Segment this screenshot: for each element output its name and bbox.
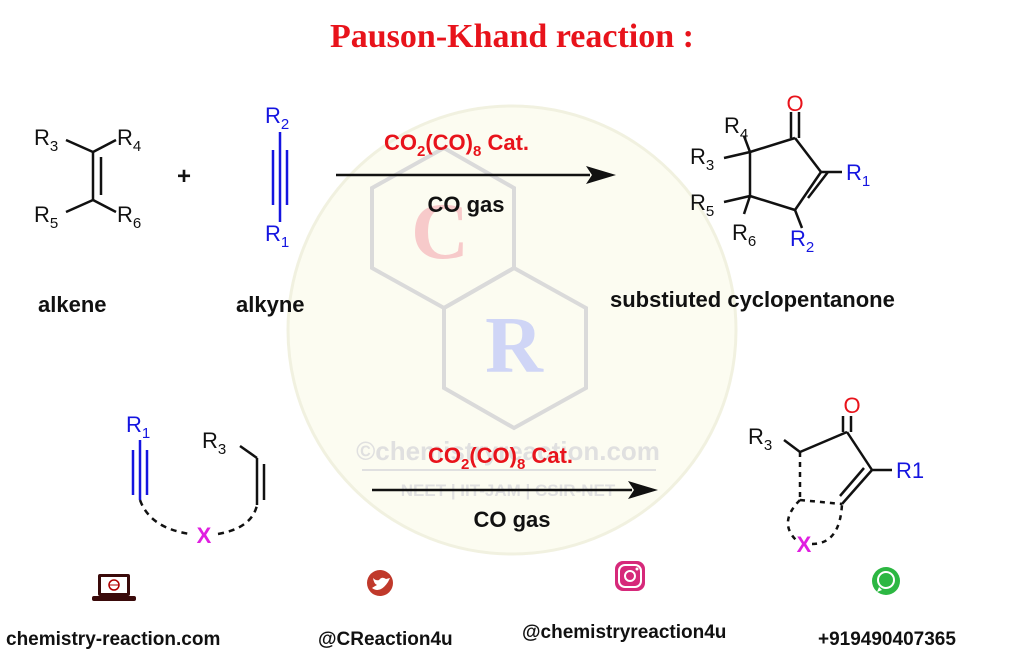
footer-twitter[interactable]: @CReaction4u: [318, 629, 453, 650]
alkene-caption: alkene: [38, 292, 107, 317]
page-title: Pauson-Khand reaction :: [330, 18, 694, 55]
watermark-letter-c: C: [411, 188, 469, 276]
alkyne-r1: R1: [265, 221, 289, 251]
enyne-r1: R1: [126, 412, 150, 442]
alkene-r5: R5: [34, 202, 58, 232]
watermark: C R ©chemistryreaction.com NEET | IIT-JA…: [286, 104, 738, 556]
footer-whatsapp[interactable]: +919490407365: [818, 629, 956, 650]
watermark-letter-r: R: [485, 302, 544, 390]
catalyst-label-1: CO2(CO)8 Cat.: [384, 130, 529, 160]
product-2-r1: R1: [896, 458, 924, 483]
product-1-r6: R6: [732, 220, 756, 250]
arrow-head-1: [586, 166, 616, 184]
product-1-r1: R1: [846, 160, 870, 190]
product-1-structure: [723, 112, 842, 229]
alkene-r6: R6: [117, 202, 141, 232]
instagram-icon: [615, 561, 645, 591]
whatsapp-icon: [872, 567, 900, 595]
alkyne-r2: R2: [265, 103, 289, 133]
product-1-r4: R4: [724, 113, 748, 143]
watermark-text: ©chemistryreaction.com: [356, 436, 660, 466]
product-2-oxygen: O: [843, 393, 860, 418]
product-caption: substiuted cyclopentanone: [610, 287, 895, 312]
enyne-structure: [131, 440, 266, 536]
product-2-r3: R3: [748, 424, 772, 454]
product-1-r2: R2: [790, 226, 814, 256]
product-1-r3: R3: [690, 144, 714, 174]
product-1-oxygen: O: [786, 91, 803, 116]
footer-website[interactable]: chemistry-reaction.com: [6, 629, 221, 650]
enyne-r3: R3: [202, 428, 226, 458]
footer-instagram[interactable]: @chemistryreaction4u: [522, 622, 727, 643]
laptop-icon: [92, 574, 136, 601]
reagent-label-2: CO gas: [473, 507, 550, 532]
alkyne-caption: alkyne: [236, 292, 305, 317]
alkene-r4: R4: [117, 125, 141, 155]
catalyst-label-2: CO2(CO)8 Cat.: [428, 443, 573, 473]
product-2-structure: [783, 416, 892, 546]
alkyne-structure: [271, 132, 289, 222]
enyne-tether-x: X: [197, 523, 212, 548]
alkene-r3: R3: [34, 125, 58, 155]
arrow-head-2: [628, 481, 658, 499]
reagent-label-1: CO gas: [427, 192, 504, 217]
twitter-icon: [367, 570, 393, 596]
alkene-structure: [65, 138, 117, 214]
product-2-tether-x: X: [797, 532, 812, 557]
plus-sign: +: [177, 163, 191, 190]
